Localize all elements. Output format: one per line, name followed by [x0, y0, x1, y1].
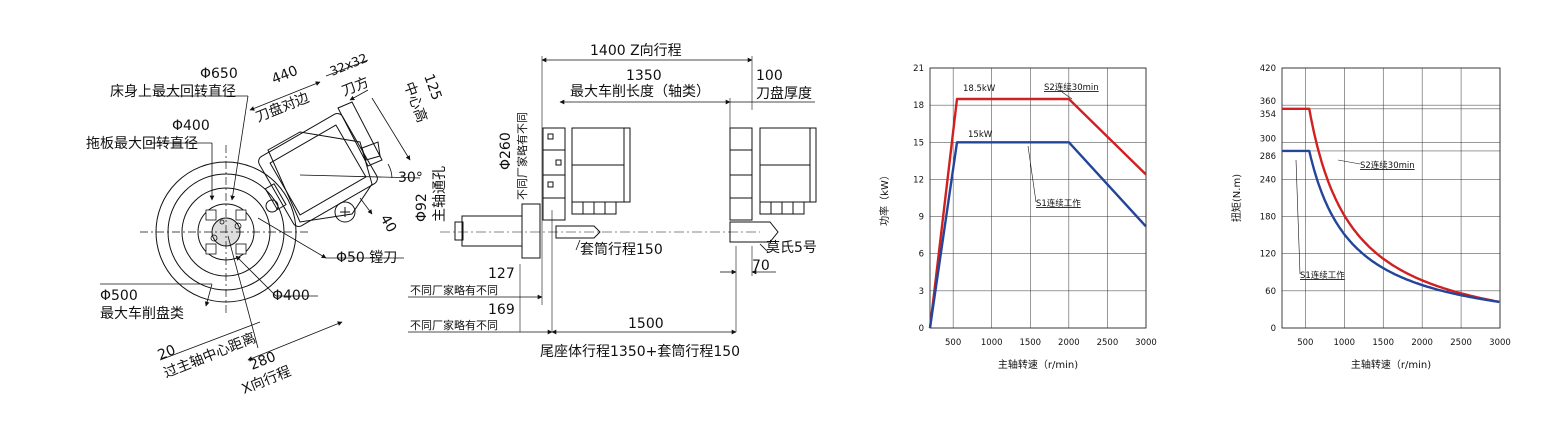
annotation-label: 18.5kW: [963, 84, 996, 94]
center-height-dim: 125: [420, 72, 444, 103]
dia-400b: Φ400: [272, 288, 310, 304]
series-label: S2连续30min: [1360, 160, 1415, 171]
swing-over-carriage-label: 拖板最大回转直径: [86, 135, 198, 152]
z-travel-label: 1400 Z向行程: [590, 43, 682, 59]
dim-70: 70: [752, 258, 770, 274]
y-tick-label: 286: [1260, 152, 1276, 162]
y-tick-label: 420: [1260, 64, 1276, 74]
max-turning-label: 最大车削盘类: [100, 305, 184, 322]
max-turn-length-label: 最大车削长度（轴类）: [570, 83, 710, 100]
quill-travel-label: 套筒行程150: [580, 241, 663, 258]
over-center-dim: 20: [156, 342, 179, 364]
spindle-bore-dia: Φ92: [414, 193, 430, 222]
swing-over-bed-dia: Φ650: [200, 66, 238, 82]
angle-label: 30°: [398, 170, 423, 186]
y-tick-label: 240: [1260, 175, 1276, 185]
series-line-s2: [1282, 107, 1500, 304]
leader-line: [1027, 145, 1037, 203]
spindle-bore-label: 主轴通孔: [432, 166, 448, 222]
turret-thickness-dim: 100: [756, 68, 783, 84]
y-tick-label: 300: [1260, 134, 1276, 144]
turret-flat-label: 刀盘对边: [253, 89, 311, 126]
boring-bar-label: Φ50 镗刀: [336, 250, 397, 266]
x-tick-label: 1500: [1372, 338, 1394, 348]
y-tick-label: 3: [919, 287, 924, 297]
turret-flat-dim: 440: [270, 63, 301, 88]
y-tick-label: 180: [1260, 213, 1276, 223]
x-tick-label: 2500: [1450, 338, 1472, 348]
tailstock-travel-label: 尾座体行程1350+套筒行程150: [540, 343, 740, 360]
x-tick-label: 3000: [1489, 338, 1511, 348]
x-tick-label: 2000: [1411, 338, 1433, 348]
y-tick-label: 15: [913, 138, 924, 148]
torque-chart: 500 1000 1500 2000 2500 3000 0 60 120 180 240 286 30…: [1230, 64, 1511, 371]
series-line-s1: [1282, 149, 1500, 304]
y-tick-label: 0: [1271, 324, 1276, 334]
series-line-s2: [928, 97, 1147, 329]
series-label: S1连续工作: [1300, 270, 1345, 281]
dim-127: 127: [488, 266, 515, 282]
leader-line: [1061, 91, 1073, 100]
swing-over-carriage-dia: Φ400: [172, 118, 210, 134]
morse-taper-label: 莫氏5号: [766, 240, 817, 256]
note-169: 不同厂家略有不同: [410, 318, 498, 332]
swing-over-bed-label: 床身上最大回转直径: [110, 83, 236, 100]
front-view-labels: Φ650 床身上最大回转直径 440 刀盘对边 32x32 刀方 125 中心高…: [86, 50, 448, 398]
note-127: 不同厂家略有不同: [410, 283, 498, 297]
chuck-dia-dim: Φ260: [498, 132, 514, 170]
leader-line: [1337, 159, 1361, 165]
y-tick-label: 0: [919, 324, 924, 334]
x-tick-label: 2000: [1058, 338, 1080, 348]
x-tick-label: 1500: [1019, 338, 1041, 348]
series-line-s1: [928, 141, 1147, 329]
series-label: S2连续30min: [1044, 82, 1099, 93]
x-tick-label: 2500: [1097, 338, 1119, 348]
y-tick-label: 354: [1260, 110, 1276, 120]
x-travel-label: X向行程: [240, 364, 294, 398]
x-tick-label: 500: [945, 338, 961, 348]
turret-thickness-label: 刀盘厚度: [756, 85, 812, 102]
x-tick-label: 1000: [1333, 338, 1355, 348]
y-axis-label: 功率（kW）: [878, 170, 891, 226]
x-tick-label: 3000: [1135, 338, 1157, 348]
dim-1500: 1500: [628, 316, 664, 332]
y-tick-label: 60: [1265, 287, 1276, 297]
y-tick-label: 21: [913, 64, 924, 74]
max-turning-dia: Φ500: [100, 288, 138, 304]
dim-40: 40: [377, 212, 400, 235]
y-tick-label: 12: [913, 175, 924, 185]
dim-169: 169: [488, 302, 515, 318]
x-tick-label: 500: [1297, 338, 1313, 348]
x-tick-label: 1000: [981, 338, 1003, 348]
y-tick-label: 6: [919, 250, 924, 260]
max-turn-length-dim: 1350: [626, 68, 662, 84]
side-view-drawing: [408, 56, 817, 335]
y-tick-label: 18: [913, 101, 924, 111]
chuck-dia-note: 不同厂家略有不同: [515, 112, 529, 200]
y-tick-label: 9: [919, 213, 924, 223]
annotation-label: 15kW: [968, 130, 993, 140]
tool-square-label: 刀方: [340, 74, 372, 99]
plot-frame: [929, 67, 1147, 329]
side-view-labels: 1400 Z向行程 1350 最大车削长度（轴类） 100 刀盘厚度 Φ260 …: [410, 43, 817, 360]
plot-frame: [1281, 67, 1501, 329]
series-label: S1连续工作: [1036, 198, 1081, 209]
y-tick-label: 120: [1260, 250, 1276, 260]
x-axis-label: 主轴转速（r/min): [998, 358, 1078, 371]
front-view-drawing: [100, 59, 421, 361]
power-chart: 500 1000 1500 2000 2500 3000 0 3 6 9 12 15 18 21S2连续3…: [878, 64, 1157, 371]
y-axis-label: 扭矩(N.m): [1230, 174, 1243, 222]
chuck-jaws: [205, 209, 247, 255]
y-tick-label: 360: [1260, 97, 1276, 107]
leader-line: [1295, 159, 1301, 275]
x-axis-label: 主轴转速（r/min): [1351, 358, 1431, 371]
